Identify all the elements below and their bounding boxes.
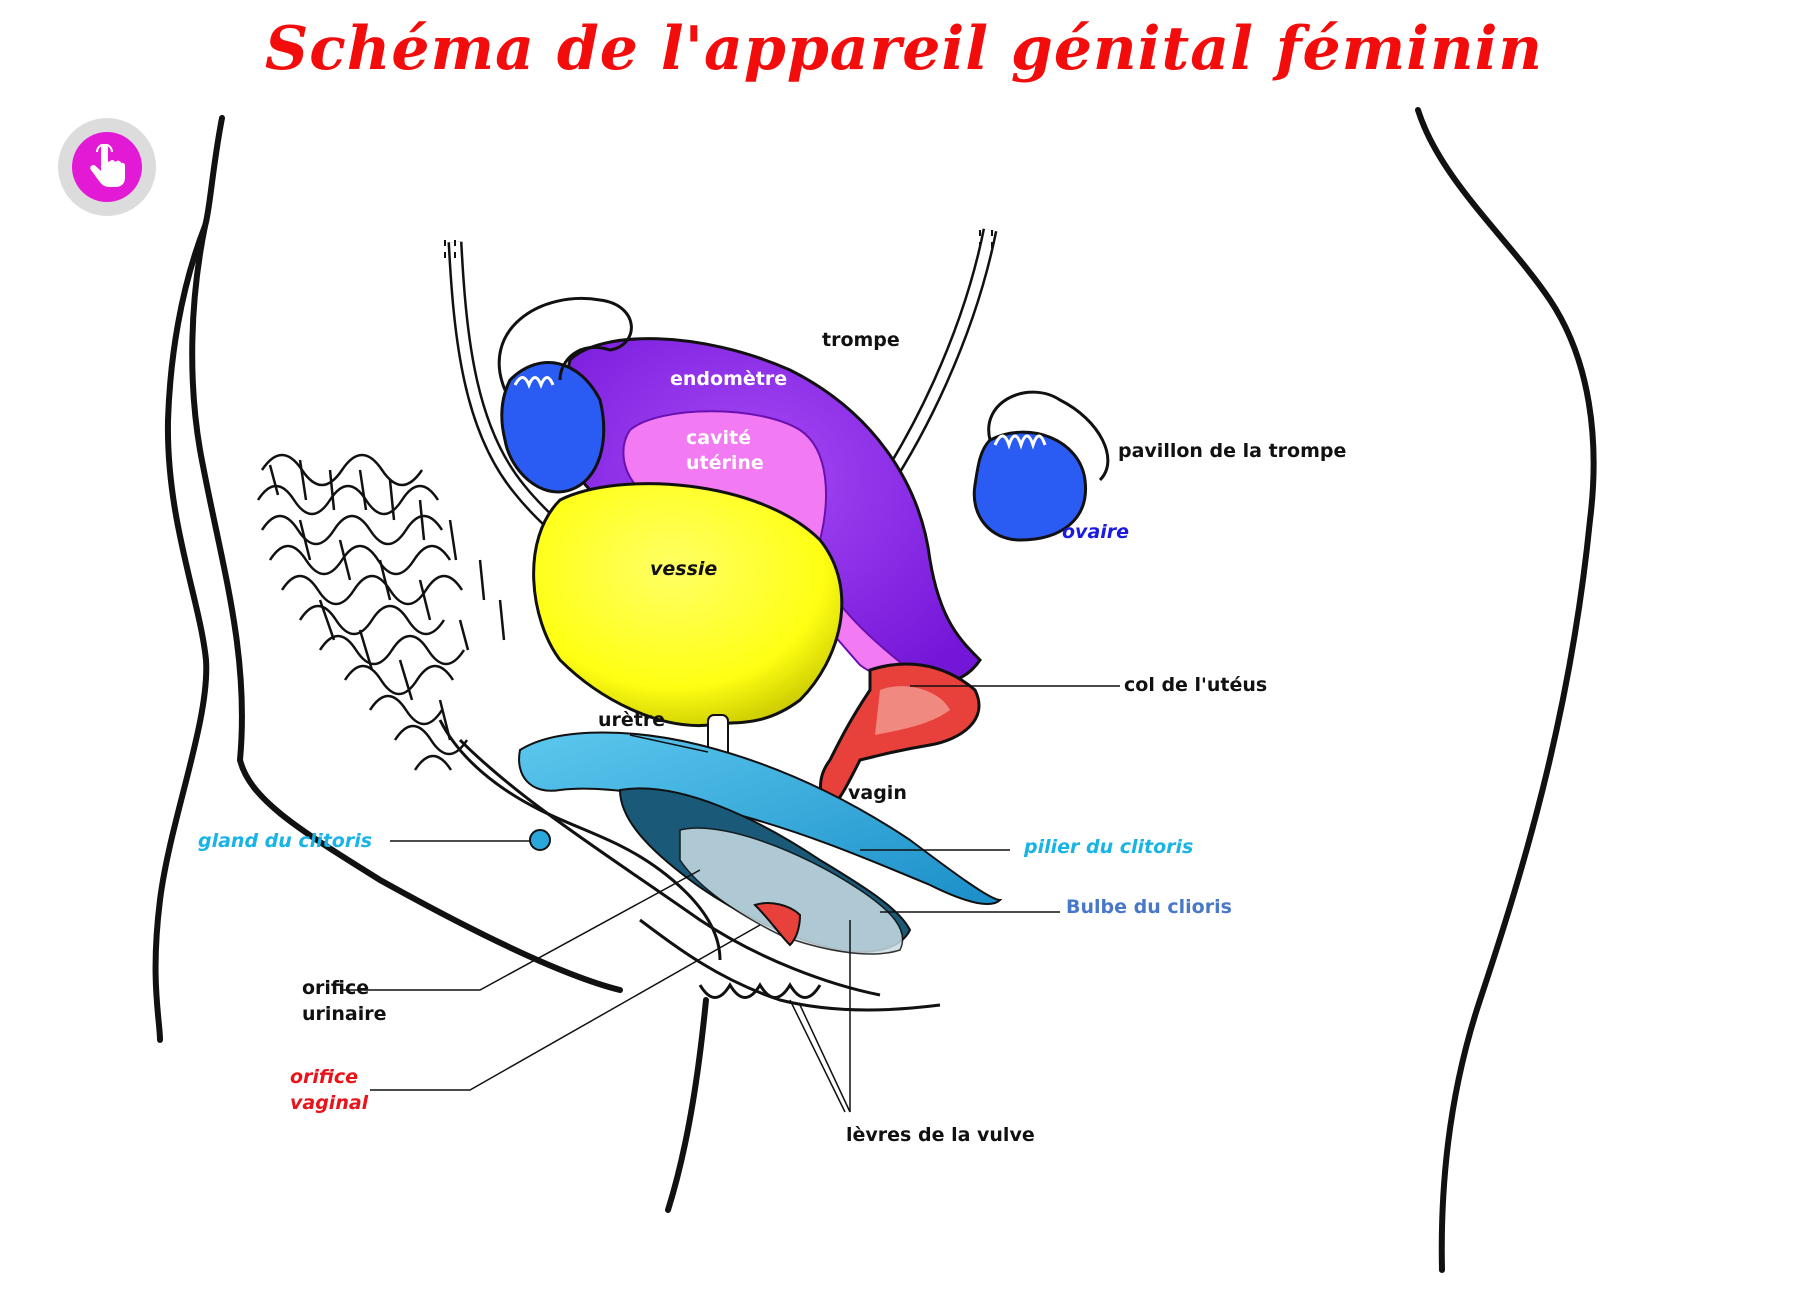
hand-pointer-icon bbox=[90, 144, 125, 187]
label-cavite-line2: utérine bbox=[686, 452, 764, 474]
label-orifice-vaginal-line1: orifice bbox=[290, 1066, 359, 1088]
clitoris-body bbox=[518, 731, 1003, 905]
pubic-hair bbox=[256, 453, 506, 771]
touch-button[interactable] bbox=[58, 118, 156, 216]
front-outline bbox=[1415, 107, 1597, 1273]
bladder bbox=[532, 482, 844, 728]
label-cavite-line1: cavité bbox=[686, 427, 751, 449]
label-col: col de l'utéus bbox=[1124, 674, 1268, 696]
clitoris-glans bbox=[529, 829, 551, 851]
label-endometre: endomètre bbox=[670, 368, 788, 390]
label-vessie: vessie bbox=[650, 558, 718, 580]
label-pavillon: pavillon de la trompe bbox=[1118, 440, 1347, 462]
vulva-lips bbox=[438, 719, 941, 1012]
label-bulbe: Bulbe du clioris bbox=[1066, 896, 1232, 918]
label-orifice-vaginal-line2: vaginal bbox=[290, 1092, 369, 1114]
vaginal-orifice bbox=[753, 902, 802, 947]
label-orifice-urinaire-line1: orifice bbox=[302, 977, 370, 999]
fallopian-tubes bbox=[444, 228, 998, 603]
leader-lines bbox=[340, 685, 1120, 1113]
label-levres: lèvres de la vulve bbox=[846, 1124, 1035, 1146]
body-outline bbox=[152, 107, 1597, 1273]
leader-levres-2 bbox=[799, 1004, 851, 1113]
uterine-cavity bbox=[622, 410, 912, 678]
label-gland: gland du clitoris bbox=[198, 830, 373, 852]
leader-levres-3 bbox=[789, 999, 846, 1113]
leader-orifice-urinaire bbox=[340, 869, 701, 991]
label-ovaire: ovaire bbox=[1062, 521, 1130, 543]
label-vagin: vagin bbox=[848, 782, 907, 804]
left-ovary bbox=[497, 297, 633, 494]
label-trompe: trompe bbox=[822, 329, 900, 351]
label-pilier: pilier du clitoris bbox=[1024, 836, 1194, 858]
leader-orifice-vaginal bbox=[370, 924, 761, 1091]
label-uretre: urètre bbox=[598, 709, 666, 731]
label-orifice-urinaire-line2: urinaire bbox=[302, 1003, 387, 1025]
thigh-outline bbox=[665, 997, 709, 1213]
right-ovary bbox=[972, 390, 1110, 542]
touch-button-inner[interactable] bbox=[72, 132, 142, 202]
page-title: Schéma de l'appareil génital féminin bbox=[264, 14, 1544, 84]
abdomen-inner-line bbox=[189, 223, 623, 993]
vestibular-bulb bbox=[618, 787, 912, 953]
urethra bbox=[707, 714, 729, 786]
back-outline bbox=[152, 115, 225, 1043]
vestibular-bulb-overlay bbox=[679, 827, 904, 955]
leader-urethra bbox=[629, 734, 709, 753]
